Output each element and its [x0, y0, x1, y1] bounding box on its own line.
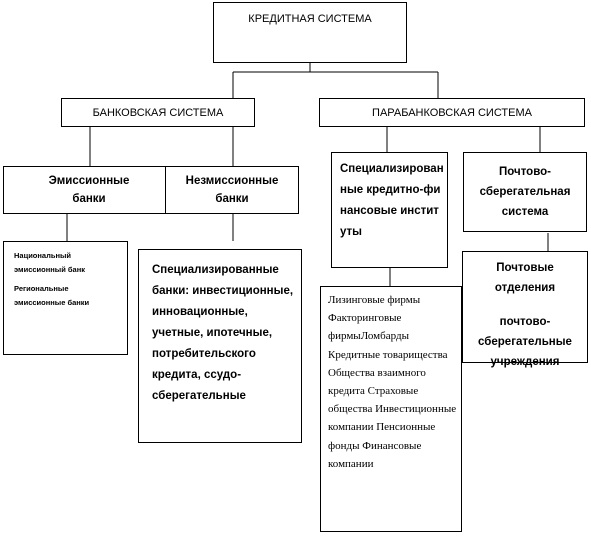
banking-system-label: БАНКОВСКАЯ СИСТЕМА: [92, 106, 224, 119]
postal-offices-label: Почтовые отделения: [494, 262, 556, 294]
postal-savings-system-label: Почтово-сберегательная система: [479, 166, 571, 218]
regional-emission-banks-label: Региональные эмиссионные банки: [14, 284, 90, 307]
emission-banks-label: Эмиссионные банки: [48, 175, 130, 205]
postal-savings-system-node: Почтово-сберегательная система: [463, 152, 587, 232]
postal-savings-institutions-label: почтово-сберегательные учреждения: [478, 316, 572, 368]
emission-banks-node: Эмиссионные банки: [3, 166, 175, 214]
emission-bank-types-node: Национальный эмиссионный банк Региональн…: [3, 241, 128, 355]
parabanking-system-node: ПАРАБАНКОВСКАЯ СИСТЕМА: [319, 98, 585, 127]
banking-system-node: БАНКОВСКАЯ СИСТЕМА: [61, 98, 255, 127]
institutes-list-text: Лизинговые фирмы Факторинговые фирмыЛомб…: [328, 294, 457, 470]
specialized-banks-node: Специализированные банки: инвестиционные…: [138, 249, 302, 443]
specialized-institutes-label: Специализированные кредитно-финансовые и…: [340, 163, 444, 238]
non-emission-banks-node: Незмиссионные банки: [165, 166, 299, 214]
credit-system-node: КРЕДИТНАЯ СИСТЕМА: [213, 2, 407, 63]
credit-system-label: КРЕДИТНАЯ СИСТЕМА: [248, 13, 372, 25]
specialized-banks-label: Специализированные банки: инвестиционные…: [152, 264, 294, 402]
institutes-list-node: Лизинговые фирмы Факторинговые фирмыЛомб…: [320, 286, 462, 532]
specialized-institutes-node: Специализированные кредитно-финансовые и…: [331, 152, 448, 268]
postal-offices-node: Почтовые отделения почтово-сберегательны…: [462, 251, 588, 368]
national-emission-bank-label: Национальный эмиссионный банк: [14, 251, 85, 274]
parabanking-system-label: ПАРАБАНКОВСКАЯ СИСТЕМА: [372, 106, 532, 119]
non-emission-banks-label: Незмиссионные банки: [185, 175, 279, 205]
